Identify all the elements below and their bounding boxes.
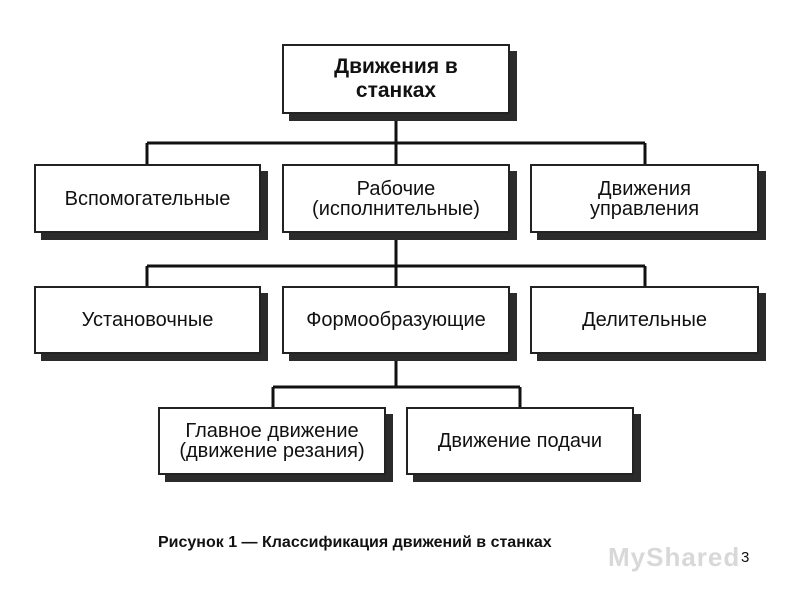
node-shaping: Формообразующие: [282, 286, 510, 354]
watermark-logo: MyShared: [608, 542, 741, 572]
node-indexing: Делительные: [530, 286, 759, 354]
figure-caption: Рисунок 1 — Классификация движений в ста…: [158, 534, 552, 551]
node-working: Рабочие (исполнительные): [282, 164, 510, 233]
node-control: Движения управления: [530, 164, 759, 233]
node-machine-motions: Движения в станках: [282, 44, 510, 114]
node-auxiliary: Вспомогательные: [34, 164, 261, 233]
node-main-motion: Главное движение (движение резания): [158, 407, 386, 475]
node-feed-motion: Движение подачи: [406, 407, 634, 475]
node-setting: Установочные: [34, 286, 261, 354]
page-number: 3: [741, 549, 750, 566]
